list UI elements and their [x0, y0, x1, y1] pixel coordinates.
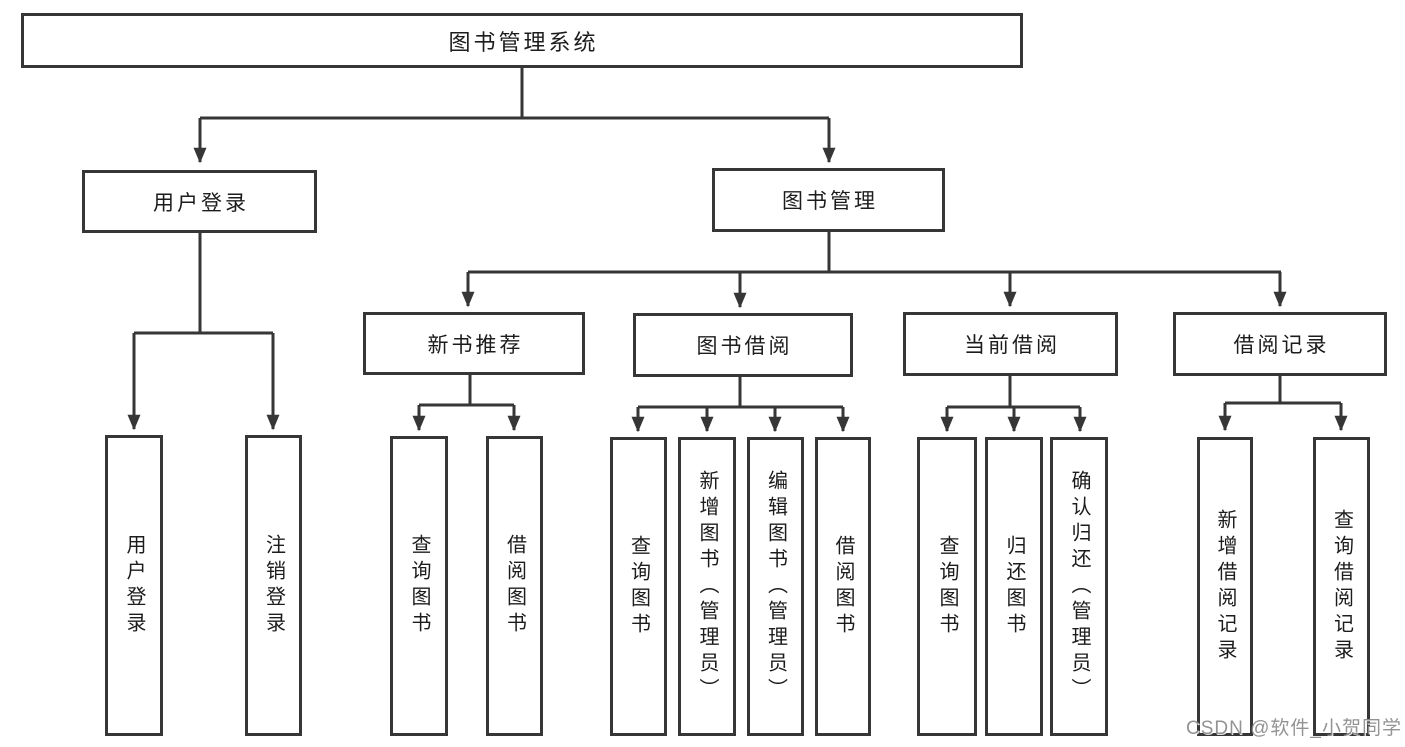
- leaf-logout: 注销登录: [245, 435, 302, 736]
- node-current-borrow: 当前借阅: [903, 312, 1118, 376]
- leaf-borrow-books-1-label: 借阅图书: [503, 534, 526, 638]
- node-new-book-recommend-label: 新书推荐: [427, 333, 524, 357]
- node-borrow-records-label: 借阅记录: [1233, 334, 1330, 357]
- leaf-query-books-2-label: 查询图书: [627, 534, 650, 639]
- leaf-query-borrow-record: 查询借阅记录: [1313, 437, 1370, 736]
- leaf-query-books-3-label: 查询图书: [936, 534, 958, 639]
- leaf-query-borrow-record-label: 查询借阅记录: [1330, 508, 1353, 665]
- leaf-user-login-label: 用户登录: [123, 533, 145, 638]
- leaf-query-books-2: 查询图书: [610, 437, 667, 736]
- leaf-add-books-admin-label: 新增图书（管理员）: [696, 469, 718, 704]
- node-borrow-records: 借阅记录: [1173, 312, 1387, 376]
- arrow-segments: [127, 118, 1348, 433]
- leaf-return-books: 归还图书: [985, 437, 1043, 736]
- node-book-borrow-label: 图书借阅: [696, 335, 793, 358]
- leaf-confirm-return-admin-label: 确认归还（管理员）: [1068, 469, 1090, 704]
- node-new-book-recommend: 新书推荐: [363, 312, 585, 375]
- node-root: 图书管理系统: [21, 13, 1023, 68]
- leaf-query-books-1-label: 查询图书: [408, 534, 430, 638]
- leaf-query-books-3: 查询图书: [917, 437, 977, 736]
- leaf-add-books-admin: 新增图书（管理员）: [678, 437, 736, 736]
- leaf-borrow-books-2: 借阅图书: [815, 437, 871, 736]
- leaf-query-books-1: 查询图书: [390, 436, 448, 736]
- node-user-login: 用户登录: [82, 170, 317, 233]
- leaf-borrow-books-1: 借阅图书: [486, 436, 543, 736]
- leaf-borrow-books-2-label: 借阅图书: [832, 534, 854, 639]
- node-root-label: 图书管理系统: [448, 29, 599, 55]
- leaf-add-borrow-record: 新增借阅记录: [1197, 437, 1253, 736]
- leaf-confirm-return-admin: 确认归还（管理员）: [1050, 437, 1108, 736]
- leaf-logout-label: 注销登录: [262, 533, 285, 638]
- leaf-edit-books-admin-label: 编辑图书（管理员）: [764, 469, 787, 704]
- leaf-add-borrow-record-label: 新增借阅记录: [1214, 508, 1236, 665]
- node-book-borrow: 图书借阅: [633, 313, 853, 377]
- leaf-edit-books-admin: 编辑图书（管理员）: [747, 437, 804, 736]
- leaf-return-books-label: 归还图书: [1003, 534, 1025, 639]
- node-user-login-label: 用户登录: [153, 191, 249, 215]
- node-current-borrow-label: 当前借阅: [964, 334, 1060, 357]
- csdn-watermark: CSDN @软件_小贺同学: [1186, 718, 1402, 739]
- leaf-user-login: 用户登录: [105, 435, 163, 736]
- node-book-management-label: 图书管理: [782, 190, 878, 213]
- node-book-management: 图书管理: [712, 168, 945, 232]
